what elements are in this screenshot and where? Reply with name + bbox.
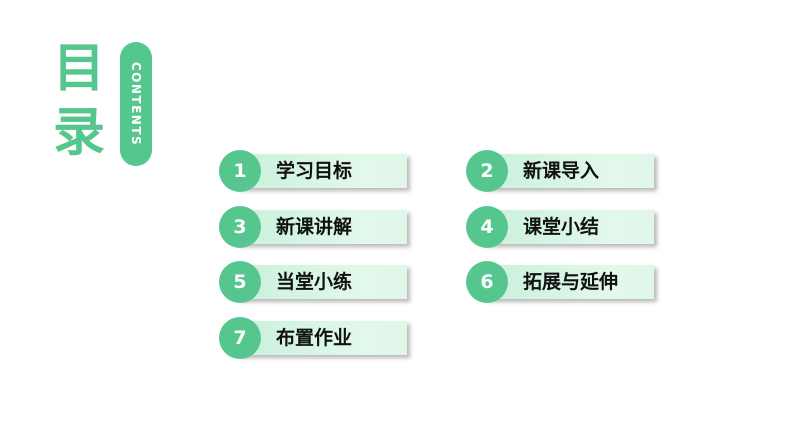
toc-item-bar <box>484 265 654 299</box>
toc-item-6[interactable]: 拓展与延伸 6 <box>466 261 656 303</box>
toc-item-label: 拓展与延伸 <box>523 271 619 293</box>
toc-item-5[interactable]: 当堂小练 5 <box>219 261 409 303</box>
toc-item-bar <box>237 210 407 244</box>
toc-item-number-badge: 3 <box>219 206 261 248</box>
toc-item-label: 新课导入 <box>523 160 600 182</box>
toc-item-3[interactable]: 新课讲解 3 <box>219 206 409 248</box>
toc-item-bar <box>484 210 654 244</box>
toc-item-number-badge: 2 <box>466 150 508 192</box>
title-char-lu: 录 <box>52 103 105 163</box>
toc-item-bar <box>237 154 407 188</box>
toc-item-label: 学习目标 <box>276 160 353 182</box>
toc-item-4[interactable]: 课堂小结 4 <box>466 206 656 248</box>
toc-item-bar <box>237 265 407 299</box>
toc-item-number-badge: 7 <box>219 317 261 359</box>
contents-badge: CONTENTS <box>120 42 152 166</box>
toc-item-label: 课堂小结 <box>523 216 600 238</box>
toc-item-1[interactable]: 学习目标 1 <box>219 150 409 192</box>
toc-item-2[interactable]: 新课导入 2 <box>466 150 656 192</box>
toc-item-label: 布置作业 <box>276 327 353 349</box>
toc-item-bar <box>237 321 407 355</box>
toc-item-number-badge: 5 <box>219 261 261 303</box>
toc-item-bar <box>484 154 654 188</box>
toc-item-number-badge: 4 <box>466 206 508 248</box>
contents-label: CONTENTS <box>129 61 143 147</box>
toc-item-label: 当堂小练 <box>276 271 353 293</box>
toc-item-number-badge: 1 <box>219 150 261 192</box>
toc-item-number-badge: 6 <box>466 261 508 303</box>
title-char-mu: 目 <box>52 39 105 99</box>
toc-item-label: 新课讲解 <box>276 216 353 238</box>
toc-item-7[interactable]: 布置作业 7 <box>219 317 409 359</box>
